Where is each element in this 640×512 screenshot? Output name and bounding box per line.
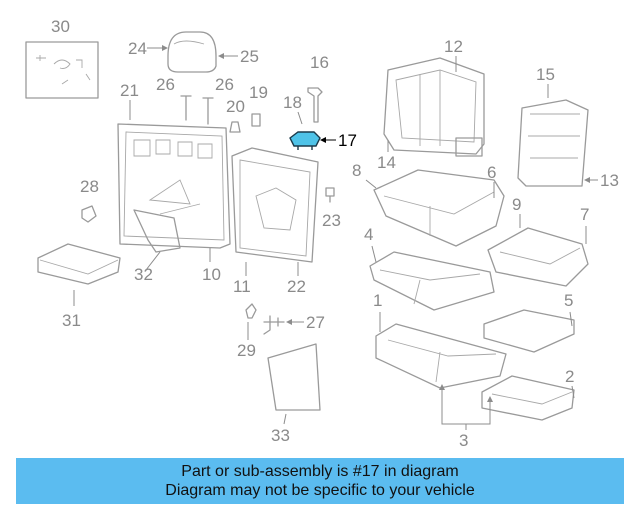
- callout-15: 15: [536, 65, 555, 84]
- part-15-seatback: 15 13: [517, 65, 619, 190]
- part-19-clip: 19: [249, 83, 268, 127]
- callout-17: 17: [338, 131, 357, 150]
- part-33-panel: 33: [267, 343, 321, 445]
- callout-25: 25: [240, 47, 259, 66]
- parts-diagram: 30 24 25 26 26 20 19 16 18 17: [25, 17, 619, 450]
- part-30-hardware-kit: 30: [25, 17, 99, 99]
- callout-3: 3: [459, 431, 468, 450]
- part-1-base-pan: 1: [373, 291, 507, 389]
- part-23-fastener: 23: [322, 187, 341, 230]
- callout-1: 1: [373, 291, 382, 310]
- part-5-panel: 5: [483, 291, 575, 353]
- callout-20: 20: [226, 97, 245, 116]
- callout-19: 19: [249, 83, 268, 102]
- part-14-seatback: 12 14: [377, 37, 485, 172]
- part-32-bracket: 32: [133, 209, 181, 284]
- callout-29: 29: [237, 341, 256, 360]
- callout-7: 7: [580, 205, 589, 224]
- callout-22: 22: [287, 277, 306, 296]
- callout-8: 8: [352, 161, 361, 180]
- callout-32: 32: [134, 265, 153, 284]
- callout-30: 30: [51, 17, 70, 36]
- part-31-pad: 31: [37, 243, 121, 330]
- callout-18: 18: [283, 93, 302, 112]
- part-24-headrest: 24 25: [128, 31, 259, 73]
- part-11-seatback-right: 11 22: [231, 147, 319, 296]
- part-6-seat-cushion: 8 6: [352, 161, 505, 247]
- part-4-seat-frame: 4: [364, 225, 495, 311]
- part-18-bezel: 18: [283, 93, 303, 125]
- callout-16: 16: [310, 53, 329, 72]
- callout-2: 2: [565, 367, 574, 386]
- part-28-clip: 28: [80, 177, 99, 223]
- callout-12: 12: [444, 37, 463, 56]
- part-16-latch: 16: [307, 53, 329, 123]
- part-26-headrest-guides: 26 26: [156, 75, 234, 125]
- callout-27: 27: [306, 313, 325, 332]
- part-7-small-cushion: 9 7: [487, 195, 589, 287]
- callout-13: 13: [600, 171, 619, 190]
- callout-6: 6: [487, 163, 496, 182]
- callout-14: 14: [377, 153, 396, 172]
- callout-10: 10: [202, 265, 221, 284]
- info-banner: Part or sub-assembly is #17 in diagram D…: [16, 458, 624, 504]
- callout-5: 5: [564, 291, 573, 310]
- part-10-seatback-left: 21 10: [117, 81, 231, 284]
- callout-31: 31: [62, 311, 81, 330]
- callout-28: 28: [80, 177, 99, 196]
- part-20-clip: 20: [226, 97, 245, 133]
- callout-33: 33: [271, 426, 290, 445]
- part-3-assembly-bracket: 3: [439, 384, 493, 450]
- part-2-base-pan: 2: [481, 367, 575, 421]
- callout-4: 4: [364, 225, 373, 244]
- callout-24: 24: [128, 39, 147, 58]
- part-17-highlighted: 17: [289, 131, 357, 150]
- part-27-bolt: 27: [263, 313, 325, 335]
- callout-26-left: 26: [156, 75, 175, 94]
- callout-23: 23: [322, 211, 341, 230]
- banner-line-part: Part or sub-assembly is #17 in diagram: [181, 463, 459, 480]
- callout-9: 9: [512, 195, 521, 214]
- banner-line-disclaimer: Diagram may not be specific to your vehi…: [165, 482, 475, 499]
- callout-26-right: 26: [215, 75, 234, 94]
- callout-21: 21: [120, 81, 139, 100]
- callout-11: 11: [233, 277, 251, 296]
- part-29-hook: 29: [237, 303, 257, 360]
